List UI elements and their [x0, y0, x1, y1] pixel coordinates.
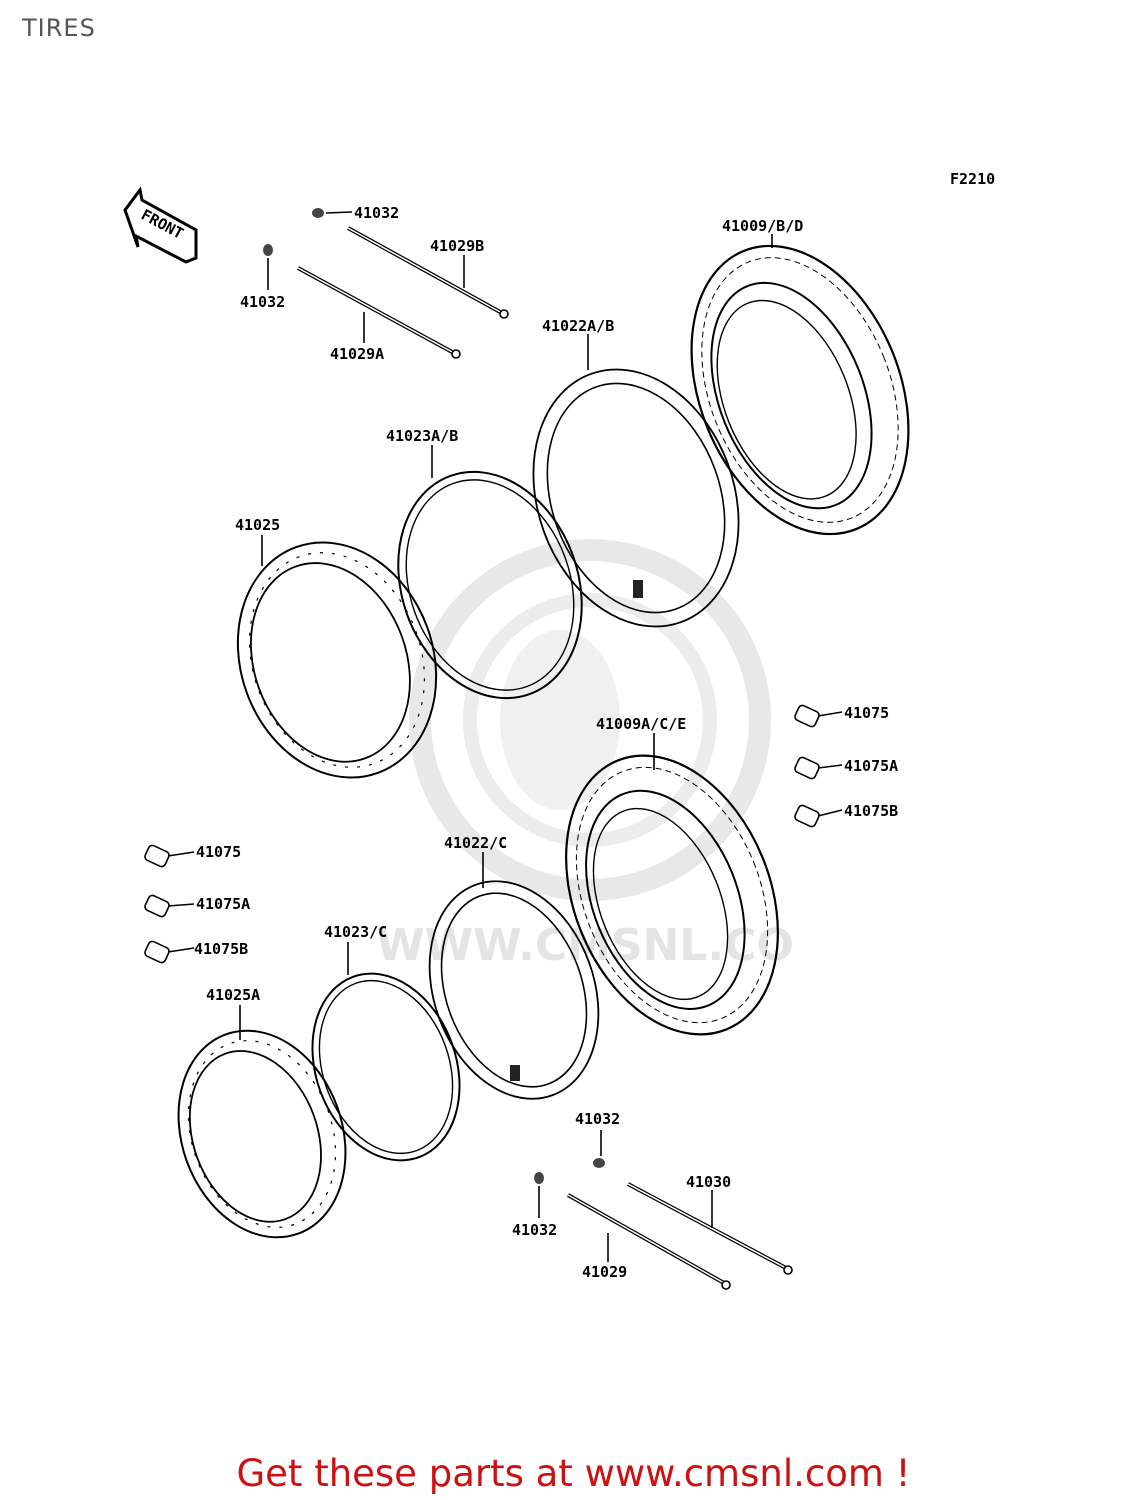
nipple-icon-bottom-a — [593, 1158, 605, 1168]
valve-cap-icon-l2 — [144, 894, 170, 918]
valve-icon-upper — [633, 580, 643, 598]
leader-lines — [167, 211, 843, 1262]
label-41023A-B: 41023A/B — [386, 427, 458, 445]
label-41022A-B: 41022A/B — [542, 317, 614, 335]
valve-cap-icon-l1 — [144, 844, 170, 868]
label-41009-B-D: 41009/B/D — [722, 217, 803, 235]
rim-band-lower — [311, 972, 461, 1162]
rim-upper — [236, 541, 438, 779]
label-41075-left: 41075 — [196, 843, 241, 861]
valve-icon-lower — [510, 1065, 520, 1081]
rim-lower — [177, 1029, 347, 1239]
footer-cta-link[interactable]: Get these parts at www.cmsnl.com ! — [236, 1452, 911, 1495]
label-41023-C: 41023/C — [324, 923, 387, 941]
label-41075B-left: 41075B — [194, 940, 248, 958]
spoke-41030 — [627, 1182, 793, 1275]
valve-cap-icon-l3 — [144, 940, 170, 964]
spoke-41029A — [297, 266, 461, 359]
nipple-icon-top-b — [263, 244, 273, 256]
label-41009A-C-E: 41009A/C/E — [596, 715, 686, 733]
label-41032-bottom-a: 41032 — [575, 1110, 620, 1128]
label-41032-top-a: 41032 — [354, 204, 399, 222]
label-41025A: 41025A — [206, 986, 260, 1004]
tire-lower — [565, 754, 779, 1036]
front-arrow-icon: FRONT — [123, 186, 198, 264]
page-title: TIRES — [22, 14, 96, 42]
figure-code: F2210 — [950, 170, 995, 188]
label-41022-C: 41022/C — [444, 834, 507, 852]
tire-upper — [690, 244, 910, 536]
valve-cap-icon-r3 — [794, 804, 820, 828]
spoke-41029 — [567, 1193, 731, 1290]
label-41025: 41025 — [235, 516, 280, 534]
nipple-icon-bottom-b — [534, 1172, 544, 1184]
label-41075A-right: 41075A — [844, 757, 898, 775]
nipple-icon-top-a — [312, 208, 324, 218]
watermark-logo: WWW.CMSNL.CO — [376, 539, 794, 971]
label-41075A-left: 41075A — [196, 895, 250, 913]
spoke-41029B — [347, 226, 509, 319]
valve-cap-icon-r2 — [794, 756, 820, 780]
watermark-text: WWW.CMSNL.CO — [376, 920, 794, 971]
label-41030: 41030 — [686, 1173, 731, 1191]
valve-cap-icon-r1 — [794, 704, 820, 728]
label-41029B: 41029B — [430, 237, 484, 255]
label-41075B-right: 41075B — [844, 802, 898, 820]
label-41075-right: 41075 — [844, 704, 889, 722]
label-41029: 41029 — [582, 1263, 627, 1281]
rim-band-upper — [397, 470, 583, 700]
label-41029A: 41029A — [330, 345, 384, 363]
label-41032-bottom-b: 41032 — [512, 1221, 557, 1239]
tube-upper — [532, 368, 740, 628]
parts-diagram: WWW.CMSNL.CO F2210 FRONT — [123, 170, 995, 1290]
label-41032-top-b: 41032 — [240, 293, 285, 311]
